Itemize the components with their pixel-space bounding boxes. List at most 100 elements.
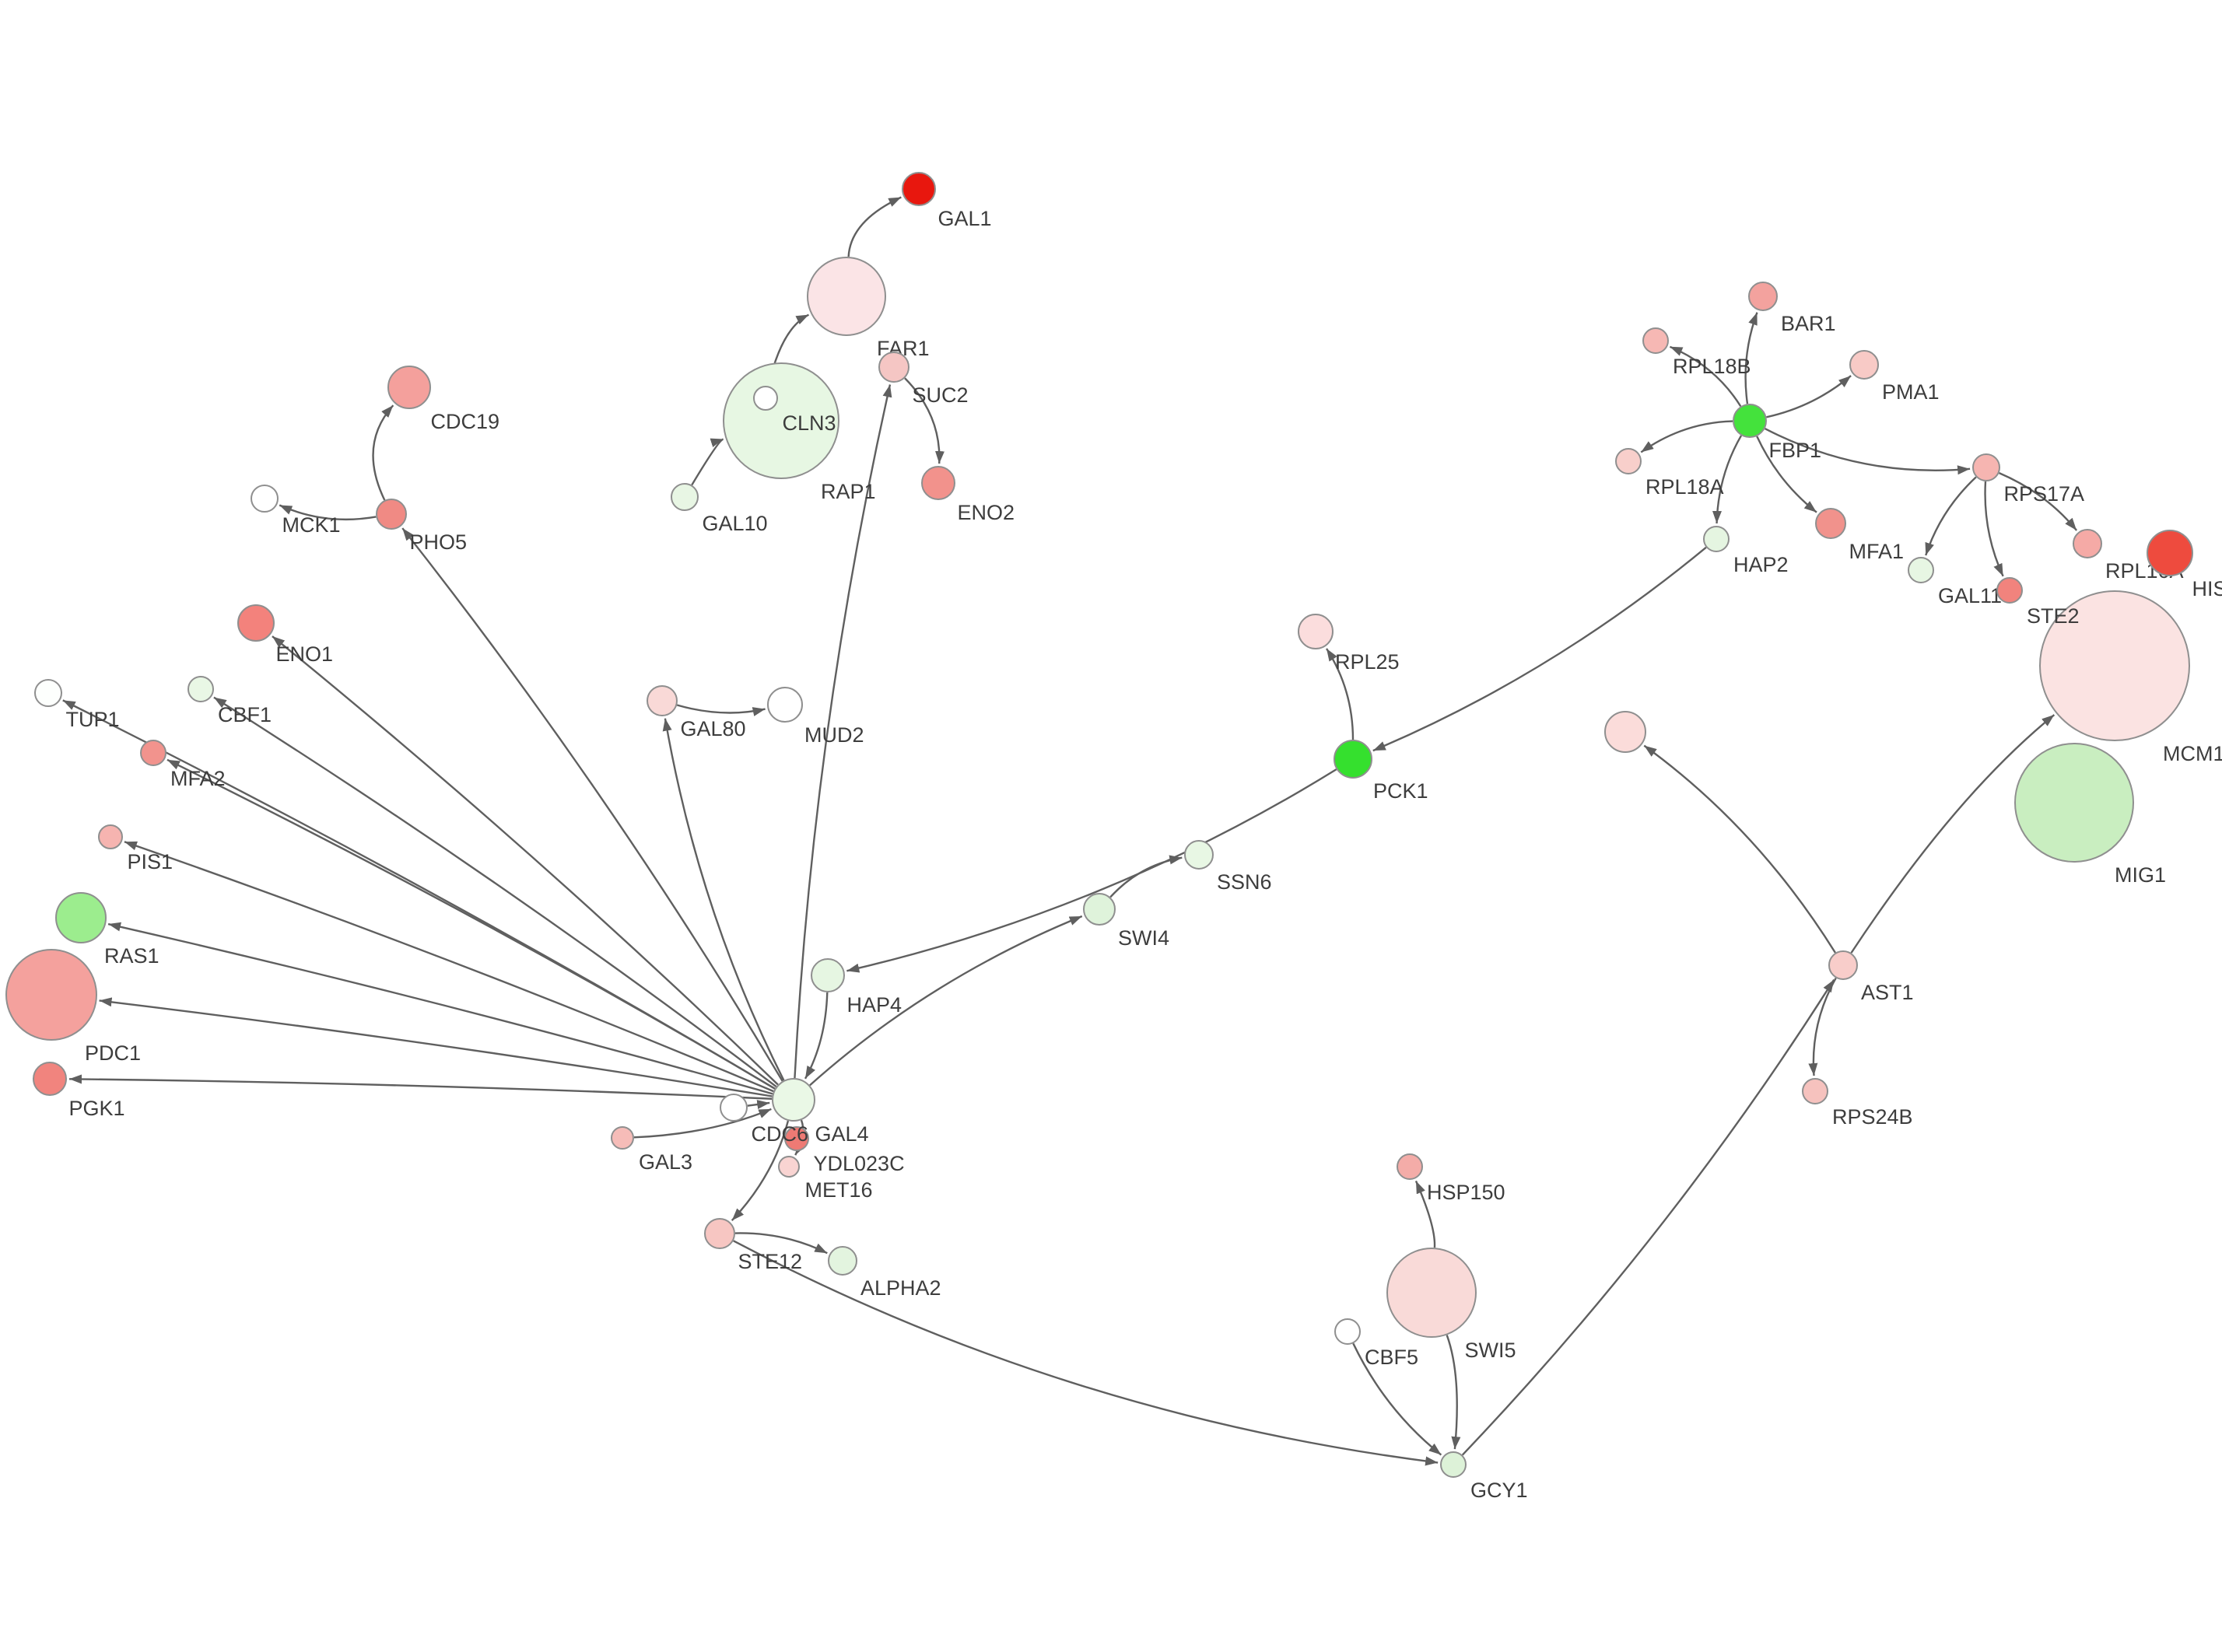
node-MUD2[interactable] — [767, 687, 803, 723]
edge-FBP1-RPS17A[interactable] — [1764, 428, 1971, 475]
node-CLN3[interactable] — [753, 386, 778, 411]
node-HSP150[interactable] — [1397, 1153, 1423, 1180]
node-GAL1[interactable] — [902, 172, 936, 206]
node-label-GAL80: GAL80 — [681, 717, 746, 740]
node-SWI5[interactable] — [1386, 1248, 1477, 1338]
edge-CDC6-GAL4[interactable] — [747, 1100, 770, 1110]
edge-STE12-ALPHA2[interactable] — [734, 1232, 828, 1255]
node-TUP1[interactable] — [34, 679, 62, 707]
edge-GAL4-STE12[interactable] — [731, 1120, 790, 1222]
node-GAL10[interactable] — [671, 483, 699, 511]
edge-AST1-N1[interactable] — [1643, 744, 1836, 954]
node-RPL16A[interactable] — [2073, 529, 2102, 558]
node-ENO2[interactable] — [921, 466, 955, 500]
node-MFA1[interactable] — [1815, 508, 1846, 539]
edge-GAL4-SUC2[interactable] — [794, 384, 892, 1079]
edge-FAR1-GAL1[interactable] — [847, 196, 902, 257]
node-MFA2[interactable] — [140, 740, 166, 766]
node-PDC1[interactable] — [5, 949, 97, 1041]
node-MET16[interactable] — [778, 1156, 800, 1178]
edge-HAP2-PCK1[interactable] — [1372, 546, 1707, 752]
node-PMA1[interactable] — [1849, 350, 1879, 380]
edge-GAL4-GAL80[interactable] — [662, 718, 785, 1081]
node-GAL3[interactable] — [611, 1126, 634, 1150]
node-GAL11[interactable] — [1908, 557, 1934, 583]
node-unlabeled-N1[interactable] — [1604, 711, 1646, 753]
edge-PCK1-HAP4[interactable] — [846, 768, 1337, 973]
node-RPS17A[interactable] — [1972, 453, 2000, 481]
edge-GCY1-AST1[interactable] — [1461, 978, 1835, 1456]
edge-AST1-MCM1[interactable] — [1850, 714, 2056, 954]
edge-SWI5-GCY1[interactable] — [1446, 1335, 1461, 1450]
node-CBF1[interactable] — [188, 676, 214, 702]
node-SSN6[interactable] — [1184, 840, 1214, 870]
node-STE2[interactable] — [1996, 577, 2023, 604]
node-ENO1[interactable] — [237, 604, 275, 642]
edge-FBP1-MFA1[interactable] — [1756, 436, 1817, 513]
edge-SUC2-ENO2[interactable] — [904, 377, 945, 464]
edge-HAP4-GAL4[interactable] — [804, 992, 829, 1080]
node-ALPHA2[interactable] — [828, 1246, 857, 1276]
node-GAL80[interactable] — [647, 685, 678, 716]
edge-GAL4-RAS1[interactable] — [107, 922, 773, 1095]
node-FBP1[interactable] — [1733, 404, 1767, 438]
node-AST1[interactable] — [1828, 950, 1858, 980]
node-YDL023C[interactable] — [784, 1126, 809, 1151]
edge-FBP1-HAP2[interactable] — [1712, 435, 1743, 524]
node-PIS1[interactable] — [98, 824, 123, 849]
edge-GAL4-PGK1[interactable] — [68, 1074, 773, 1100]
edge-PHO5-CDC19[interactable] — [372, 404, 394, 501]
edge-FBP1-BAR1[interactable] — [1744, 312, 1758, 404]
node-RAP1[interactable] — [723, 362, 839, 479]
edge-STE12-GCY1[interactable] — [733, 1240, 1439, 1466]
edge-GAL4-PDC1[interactable] — [99, 997, 773, 1097]
edge-GAL4-SWI4[interactable] — [809, 915, 1083, 1087]
node-MCK1[interactable] — [251, 485, 279, 513]
edge-RPS17A-GAL11[interactable] — [1925, 476, 1977, 556]
node-RAS1[interactable] — [55, 892, 107, 943]
edge-GAL80-MUD2[interactable] — [676, 704, 766, 716]
edge-RPS17A-RPL16A[interactable] — [1999, 471, 2078, 531]
node-HAP4[interactable] — [811, 958, 845, 992]
node-CDC6[interactable] — [720, 1094, 748, 1122]
node-FAR1[interactable] — [807, 257, 886, 336]
edge-GAL4-CBF1[interactable] — [213, 696, 777, 1088]
edge-RPS17A-STE2[interactable] — [1984, 481, 2004, 577]
node-SWI4[interactable] — [1083, 893, 1116, 926]
node-BAR1[interactable] — [1748, 282, 1778, 311]
node-SUC2[interactable] — [878, 352, 909, 383]
node-HIS4[interactable] — [2147, 530, 2193, 576]
node-RPL25[interactable] — [1298, 614, 1334, 649]
node-GAL4[interactable] — [772, 1078, 815, 1122]
edge-FBP1-PMA1[interactable] — [1766, 375, 1852, 418]
edge-AST1-RPS24B[interactable] — [1808, 977, 1837, 1076]
node-PHO5[interactable] — [376, 499, 407, 530]
node-CDC19[interactable] — [387, 366, 431, 409]
node-CBF5[interactable] — [1334, 1318, 1361, 1345]
edge-GAL4-MFA2[interactable] — [166, 758, 776, 1090]
node-MCM1[interactable] — [2039, 590, 2190, 741]
edge-FBP1-RPL18A[interactable] — [1640, 420, 1733, 453]
edge-GAL4-PIS1[interactable] — [124, 841, 774, 1093]
node-label-PGK1: PGK1 — [69, 1097, 125, 1120]
edge-GAL4-ENO1[interactable] — [272, 635, 779, 1086]
edge-SWI4-SSN6[interactable] — [1109, 855, 1183, 898]
node-PGK1[interactable] — [33, 1062, 67, 1096]
node-HAP2[interactable] — [1703, 526, 1730, 552]
node-PCK1[interactable] — [1334, 740, 1372, 779]
node-RPL18B[interactable] — [1642, 327, 1669, 354]
edge-SWI5-HSP150[interactable] — [1414, 1180, 1436, 1248]
edge-PHO5-MCK1[interactable] — [279, 504, 377, 521]
edge-GAL10-RAP1[interactable] — [691, 438, 724, 486]
edge-GAL4-PHO5[interactable] — [401, 527, 783, 1082]
node-GCY1[interactable] — [1440, 1451, 1467, 1478]
edge-FBP1-RPL18B[interactable] — [1669, 345, 1742, 408]
node-RPS24B[interactable] — [1802, 1078, 1828, 1104]
edge-GAL3-GAL4[interactable] — [633, 1108, 772, 1139]
node-STE12[interactable] — [704, 1218, 735, 1249]
edge-PCK1-RPL25[interactable] — [1326, 648, 1355, 740]
edge-CBF5-GCY1[interactable] — [1352, 1342, 1442, 1456]
node-RPL18A[interactable] — [1615, 448, 1642, 474]
node-MIG1[interactable] — [2014, 743, 2134, 863]
